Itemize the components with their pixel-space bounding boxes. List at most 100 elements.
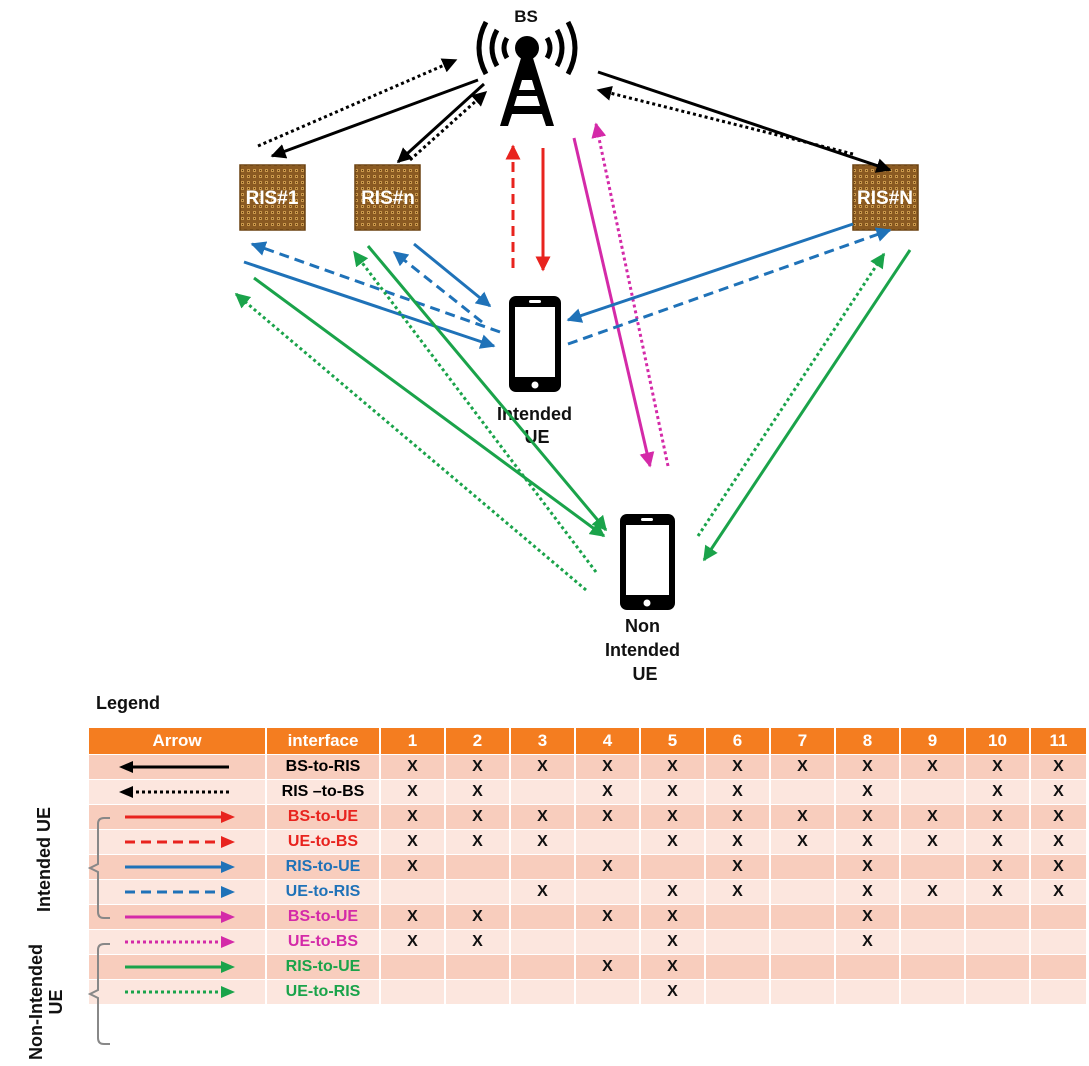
legend-cell-scenario-1 [380,954,446,980]
ue-to-ris1-blue-arrow [250,241,501,334]
risn-to-bs-arrow [408,90,488,162]
legend-interface-label: UE-to-RIS [266,879,381,905]
legend-interface-label: RIS-to-UE [266,854,381,880]
legend-cell-scenario-11: X [1030,779,1088,805]
legend-cell-scenario-9 [900,854,966,880]
legend-cell-scenario-5: X [640,954,706,980]
legend-arrow-cell [89,954,267,980]
col-header-9: 9 [900,728,966,755]
legend-arrow-cell [89,979,267,1004]
intended-ue-label: Intended UE [497,404,577,447]
risn-to-ue-blue-arrow [413,242,492,308]
ris-n-label: RIS#n [361,188,415,209]
legend-interface-label: RIS –to-BS [266,779,381,805]
legend-cell-scenario-3 [510,954,576,980]
legend-interface-label: BS-to-RIS [266,754,381,780]
legend-arrow-cell [89,929,267,955]
nue-to-bs-magenta-arrow [591,122,670,467]
bs-to-risN-arrow [597,70,892,173]
legend-cell-scenario-10: X [965,754,1031,780]
legend-cell-scenario-10: X [965,879,1031,905]
legend-cell-scenario-6: X [705,804,771,830]
legend-cell-scenario-6: X [705,829,771,855]
legend-cell-scenario-6 [705,929,771,955]
legend-cell-scenario-4 [575,979,641,1004]
legend-cell-scenario-11 [1030,929,1088,955]
legend-cell-scenario-1: X [380,754,446,780]
legend-cell-scenario-6: X [705,854,771,880]
legend-cell-scenario-11: X [1030,754,1088,780]
legend-cell-scenario-9 [900,904,966,930]
risn-to-nue-green-arrow [366,245,608,532]
legend-cell-scenario-5: X [640,804,706,830]
legend-cell-scenario-9: X [900,829,966,855]
intended-ue-phone [509,296,561,392]
legend-cell-scenario-9 [900,779,966,805]
legend-cell-scenario-7: X [770,829,836,855]
col-header-2: 2 [445,728,511,755]
legend-cell-scenario-2: X [445,929,511,955]
legend-cell-scenario-4: X [575,804,641,830]
legend-arrow-solid [119,761,229,773]
nue-to-risn-green-arrow [352,250,598,573]
legend-cell-scenario-6 [705,979,771,1004]
legend-arrow-dashed [125,836,235,848]
legend-arrow-cell [89,804,267,830]
legend-cell-scenario-2: X [445,804,511,830]
legend-cell-scenario-10: X [965,854,1031,880]
legend-cell-scenario-6 [705,904,771,930]
legend-cell-scenario-8 [835,954,901,980]
legend-arrow-dashed [125,886,235,898]
legend-cell-scenario-8: X [835,829,901,855]
legend-cell-scenario-2: X [445,754,511,780]
intended-ue-group-text: Intended UE [34,806,54,912]
bs-label: BS [514,7,538,26]
ris1-to-nue-green-arrow [253,276,606,538]
legend-arrow-cell [89,779,267,805]
legend-cell-scenario-7 [770,979,836,1004]
risN-to-ue-blue-arrow [566,222,854,323]
legend-cell-scenario-8: X [835,754,901,780]
legend-cell-scenario-7 [770,779,836,805]
legend-cell-scenario-6: X [705,779,771,805]
ris-panel-icon [239,164,306,231]
legend-arrow-solid [125,811,235,823]
legend-cell-scenario-3: X [510,754,576,780]
legend-interface-label: BS-to-UE [266,904,381,930]
legend-cell-scenario-7: X [770,804,836,830]
legend-arrow-solid [125,961,235,973]
bs-to-risn-arrow [396,82,486,164]
legend-cell-scenario-1: X [380,929,446,955]
legend-cell-scenario-10 [965,929,1031,955]
ris-1-label: RIS#1 [246,188,299,209]
non-intended-ue-phone [620,514,675,610]
legend-interface-label: UE-to-BS [266,929,381,955]
legend-interface-label: UE-to-BS [266,829,381,855]
legend-cell-scenario-4 [575,929,641,955]
legend-cell-scenario-10 [965,979,1031,1004]
legend-cell-scenario-8: X [835,804,901,830]
legend-cell-scenario-11 [1030,954,1088,980]
legend-cell-scenario-8: X [835,879,901,905]
legend-cell-scenario-6: X [705,754,771,780]
legend-cell-scenario-3 [510,904,576,930]
legend-interface-label: UE-to-RIS [266,979,381,1004]
legend-cell-scenario-5: X [640,779,706,805]
legend-cell-scenario-11: X [1030,804,1088,830]
non-intended-ue-label: Non Intended UE [605,616,685,684]
ris-panel-icon [354,164,421,231]
legend-cell-scenario-9 [900,954,966,980]
legend-cell-scenario-3 [510,854,576,880]
legend-arrow-cell [89,829,267,855]
legend-cell-scenario-7 [770,854,836,880]
col-header-10: 10 [965,728,1031,755]
legend-cell-scenario-2 [445,854,511,880]
col-header-3: 3 [510,728,576,755]
legend-arrow-cell [89,754,267,780]
legend-arrow-dotted [125,936,235,948]
